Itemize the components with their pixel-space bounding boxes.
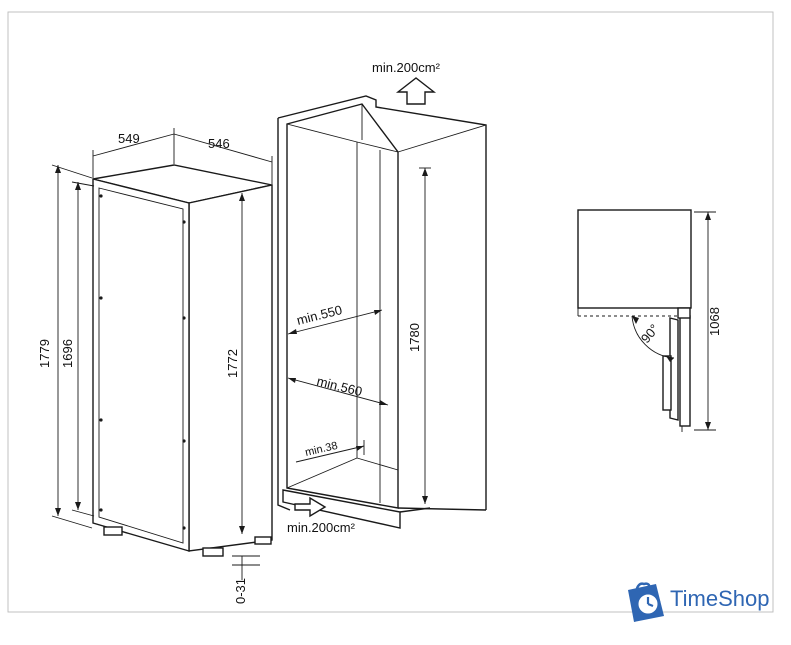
arrow-head	[632, 316, 639, 324]
appliance-drawing: 549 546 1779 1696 1772 0-31	[37, 128, 273, 604]
cabinet-block	[577, 209, 692, 309]
dim-line-min550	[287, 309, 383, 335]
arrow-head	[705, 422, 711, 430]
niche-base-front	[397, 507, 487, 511]
angle-90-label: 90°	[638, 321, 662, 346]
niche-floor-left	[286, 457, 358, 489]
hinge-dot	[99, 194, 103, 198]
niche-drawing: min.200cm² min.200cm² min.550 min.560 mi…	[277, 60, 487, 535]
hinge-dot	[182, 316, 186, 320]
shopping-bag-clock-icon	[628, 582, 664, 622]
hinge-dot	[99, 508, 103, 512]
arrow-head	[356, 446, 364, 451]
hinge-dot	[99, 296, 103, 300]
hinge-dot	[182, 526, 186, 530]
dim-1780-label: 1780	[407, 323, 422, 352]
brand-name: TimeShop	[670, 586, 770, 611]
arrow-head	[288, 329, 297, 334]
vent-bottom-label: min.200cm²	[287, 520, 356, 535]
ext-line	[51, 515, 93, 529]
arrow-head	[239, 526, 245, 534]
niche-outer-top	[277, 95, 487, 510]
dim-549-label: 549	[118, 131, 140, 146]
arrow-head	[705, 212, 711, 220]
arrow-head	[75, 502, 81, 510]
arrow-head	[75, 182, 81, 190]
timeshop-logo: TimeShop	[622, 578, 787, 624]
niche-inner-top	[286, 123, 358, 143]
dim-line-min560	[287, 377, 389, 406]
door-opening-detail: 90° 1068	[577, 209, 722, 432]
plinth-edge	[399, 507, 431, 513]
door-inner-outline	[98, 187, 184, 544]
dim-line-min38	[295, 445, 365, 463]
hinge	[677, 307, 691, 319]
hinge-dot	[182, 439, 186, 443]
hinge-dot	[182, 220, 186, 224]
frame-border	[7, 11, 774, 613]
foot-back-right	[254, 536, 272, 545]
dim-line-546	[173, 133, 273, 163]
niche-inner-top-right	[356, 141, 399, 153]
hinge-dot	[99, 418, 103, 422]
dim-line-549	[92, 133, 175, 157]
appliance-door	[92, 178, 190, 552]
door-panel	[679, 315, 691, 427]
niche-top-right-edge	[397, 124, 487, 153]
arrow-head	[288, 378, 296, 383]
vent-top-label: min.200cm²	[372, 60, 441, 75]
ext-line	[71, 509, 95, 517]
niche-floor-right	[356, 457, 399, 471]
arrow-head	[239, 193, 245, 201]
up-arrow-icon	[395, 77, 437, 105]
dim-546-label: 546	[208, 136, 230, 151]
dim-1772-label: 1772	[225, 349, 240, 378]
dim-1068-label: 1068	[707, 307, 722, 336]
arrow-head	[55, 165, 61, 173]
dim-min560-label: min.560	[315, 373, 364, 399]
arrow-head	[379, 400, 388, 405]
arrow-head	[422, 496, 428, 504]
right-arrow-icon	[294, 496, 327, 518]
niche-outer-left	[277, 118, 291, 511]
foot-front-left	[103, 526, 123, 536]
door-handle	[662, 355, 672, 411]
arrow-head	[422, 168, 428, 176]
dim-031-label: 0-31	[233, 578, 248, 604]
arrow-head	[666, 356, 674, 362]
arrow-head	[374, 310, 382, 315]
niche-opening	[286, 103, 399, 509]
dim-1779-label: 1779	[37, 339, 52, 368]
dim-1696-label: 1696	[60, 339, 75, 368]
dim-min550-label: min.550	[295, 302, 344, 328]
foot-front-right	[202, 547, 224, 557]
arrow-head	[55, 508, 61, 516]
ext-line	[71, 181, 95, 187]
